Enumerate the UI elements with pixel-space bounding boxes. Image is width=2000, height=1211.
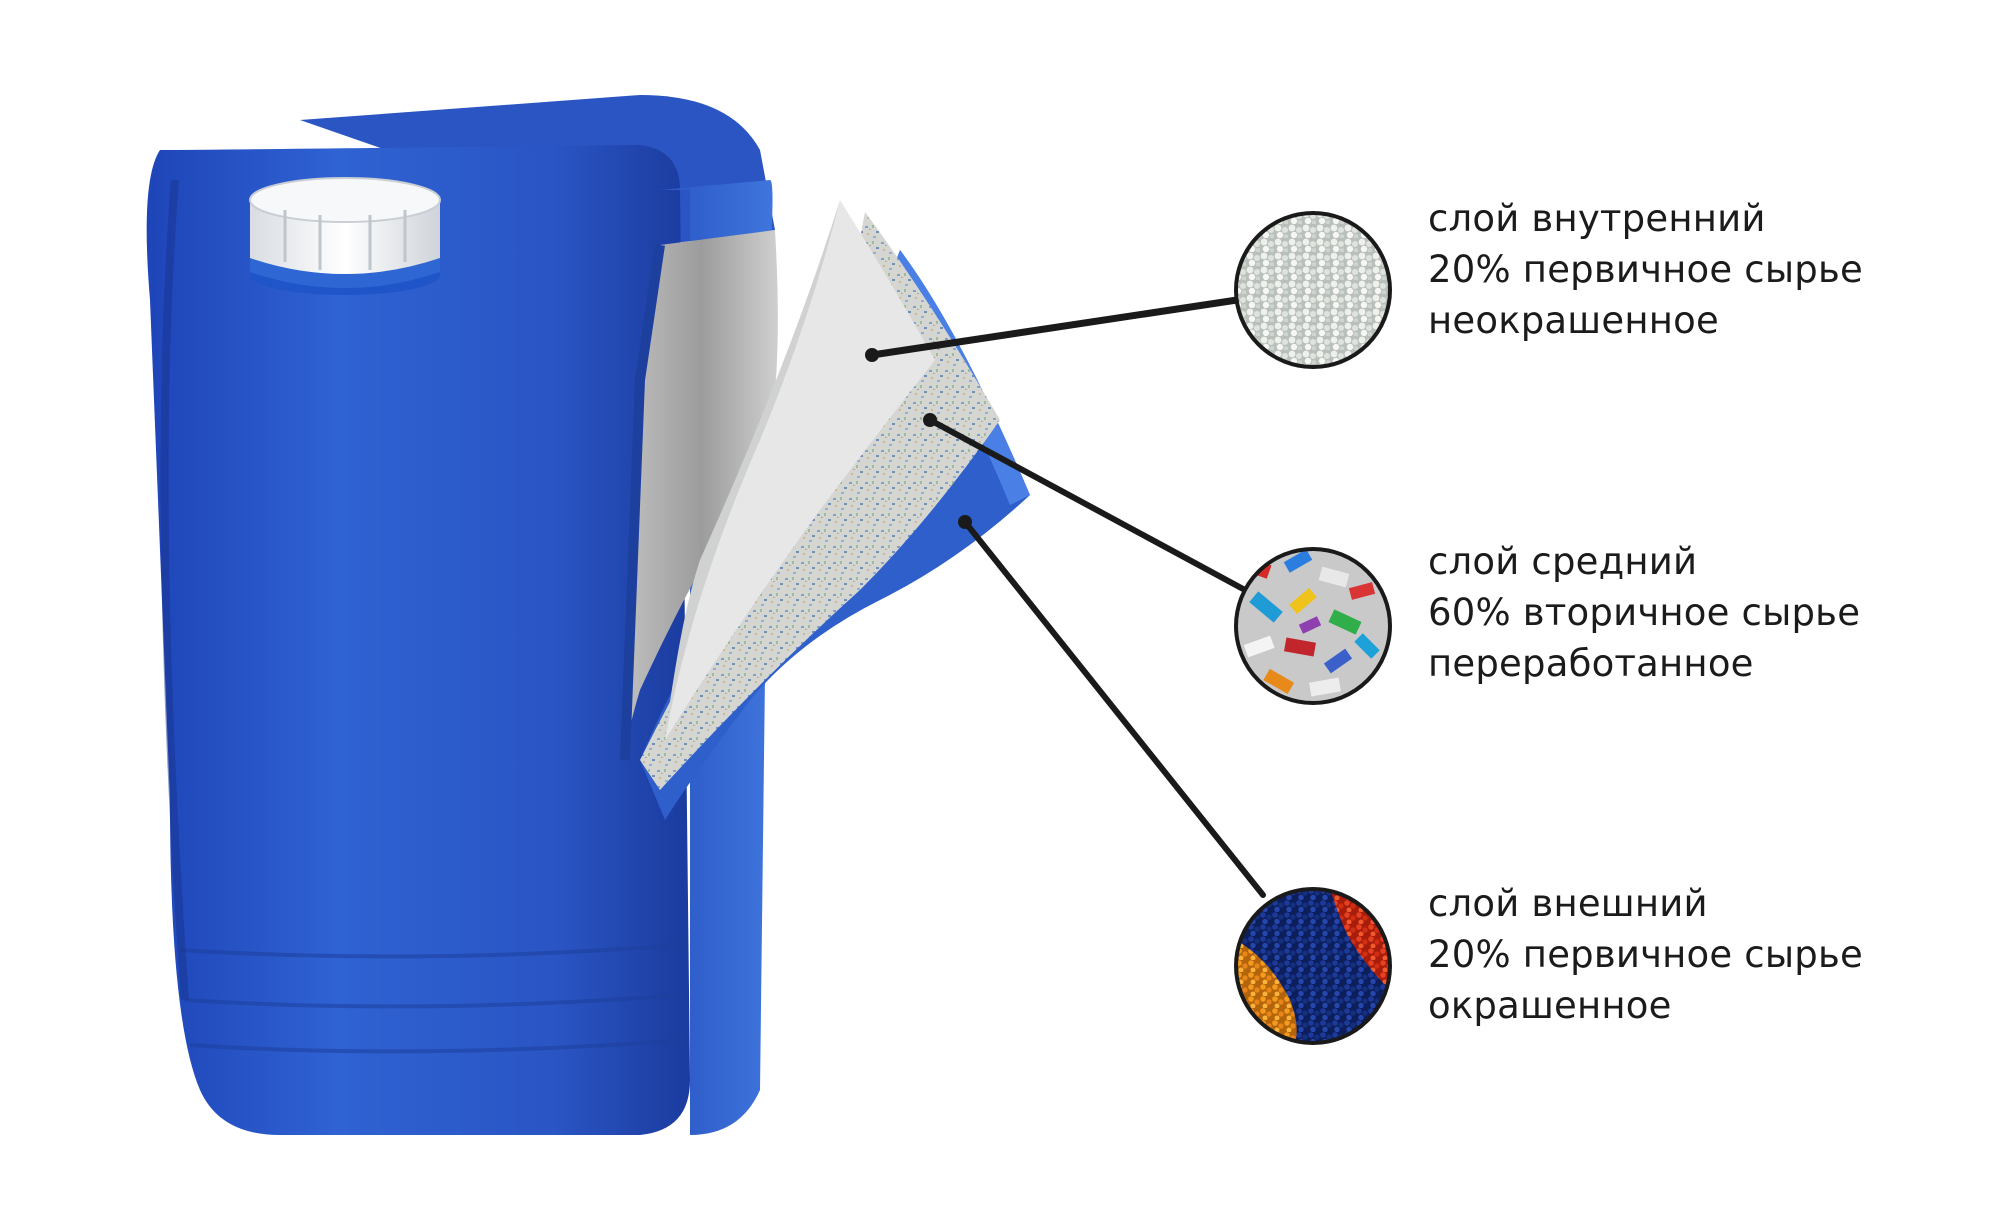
inner-layer-sheet — [665, 200, 935, 740]
pointer-dot-middle — [923, 413, 937, 427]
middle-layer-share: 60% вторичное сырье — [1428, 591, 1861, 634]
canister-front-face — [146, 145, 690, 1135]
cap-blue-band — [250, 258, 440, 288]
label-inner-layer: слой внутренний 20% первичное сырье неок… — [1428, 193, 1863, 346]
cutaway-inner-wall — [625, 230, 778, 760]
cap-top — [249, 177, 441, 223]
outer-layer-share: 20% первичное сырье — [1428, 933, 1863, 976]
outer-layer-title: слой внешний — [1428, 882, 1708, 925]
inner-layer-share: 20% первичное сырье — [1428, 248, 1863, 291]
cap-body — [250, 200, 440, 284]
swatch-outer-colored-granules — [1234, 887, 1392, 1045]
pointer-line-outer — [962, 519, 1266, 898]
label-outer-layer: слой внешний 20% первичное сырье окрашен… — [1428, 878, 1863, 1031]
swatch-middle-recycled-flakes — [1234, 547, 1392, 705]
canister-rib — [189, 1038, 685, 1054]
inner-layer-fold — [665, 200, 840, 740]
canister-cap — [249, 177, 441, 295]
pointers — [865, 296, 1266, 898]
swatch-inner-white-granules — [1234, 211, 1392, 369]
peeled-layers — [640, 200, 1030, 820]
canister-rib — [179, 943, 681, 959]
pointer-line-inner — [868, 296, 1241, 359]
middle-layer-title: слой средний — [1428, 540, 1698, 583]
inner-layer-title: слой внутренний — [1428, 197, 1766, 240]
outer-layer-note: окрашенное — [1428, 984, 1672, 1027]
canister-rib — [184, 993, 683, 1009]
pointer-dot-outer — [958, 515, 972, 529]
inner-layer-note: неокрашенное — [1428, 299, 1719, 342]
middle-layer-note: переработанное — [1428, 642, 1754, 685]
canister-edge-shadow — [160, 179, 189, 1001]
label-middle-layer: слой средний 60% вторичное сырье перераб… — [1428, 536, 1860, 689]
pointer-dot-inner — [865, 348, 879, 362]
cutaway-rim — [620, 244, 665, 761]
pointer-line-middle — [927, 417, 1248, 593]
cutaway — [620, 230, 778, 761]
material-swatches — [1234, 211, 1392, 1045]
